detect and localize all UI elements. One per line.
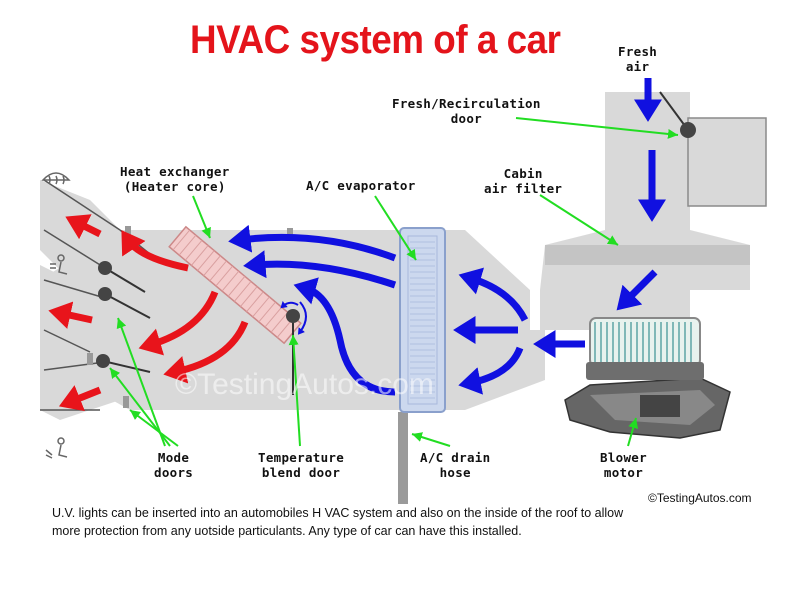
mode-doors [96,261,151,373]
drain-hose [398,412,408,504]
label-fresh-recirc-door: Fresh/Recirculation door [392,96,541,126]
cold-air-arrows [228,78,666,396]
face-vent-icon [50,254,68,275]
label-fresh-air: Fresh air [618,44,658,74]
caption: U.V. lights can be inserted into an auto… [52,506,624,538]
blower-motor [564,317,731,439]
hot-air-arrows [48,214,249,412]
label-ac-evaporator: A/C evaporator [306,178,416,193]
defrost-icon [41,172,71,185]
temperature-blend-door [280,301,307,395]
label-heat-exchanger: Heat exchanger (Heater core) [120,164,230,194]
ac-evaporator [399,227,446,413]
label-ac-drain-hose: A/C drain hose [420,450,491,480]
foot-vent-icon [45,437,68,459]
callout-lines [109,117,679,447]
label-temperature-blend-door: Temperature blend door [258,450,345,480]
page-title: HVAC system of a car [190,18,561,62]
credit: ©TestingAutos.com [648,491,752,505]
label-mode-doors: Mode doors [154,450,194,480]
fresh-recirc-door [659,91,696,138]
watermark: ©TestingAutos.com [175,368,434,401]
label-blower-motor: Blower motor [600,450,647,480]
label-cabin-air-filter: Cabin air filter [484,166,563,196]
